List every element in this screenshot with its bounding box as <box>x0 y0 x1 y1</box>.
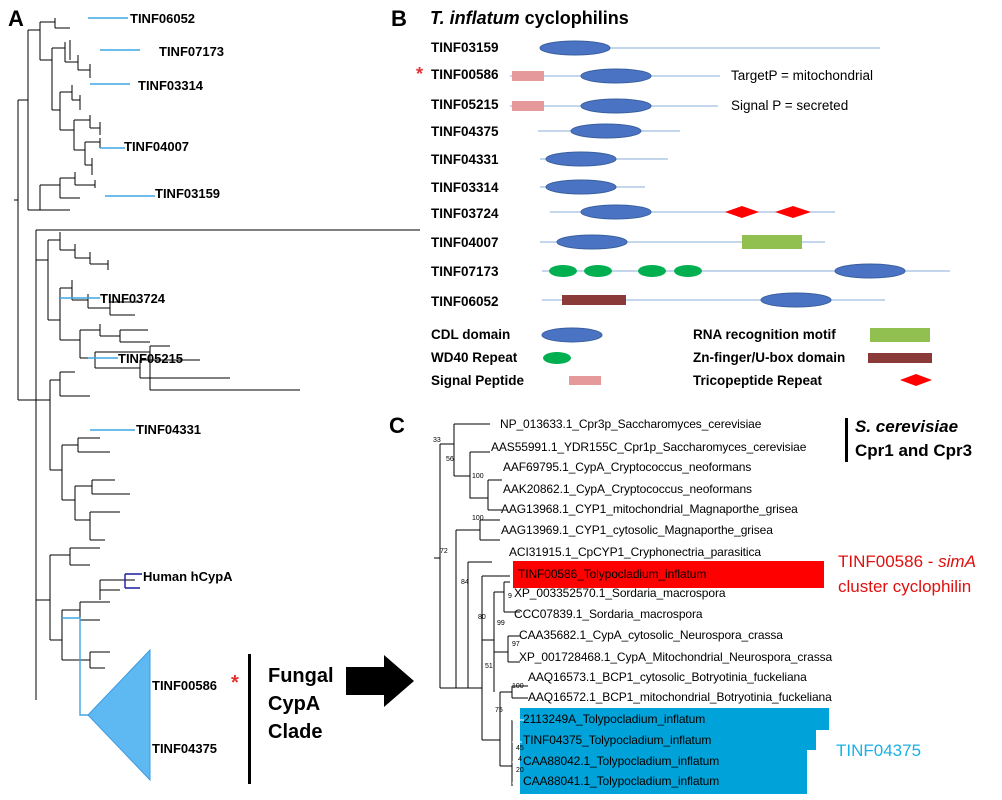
title-rest: cyclophilins <box>519 8 629 28</box>
sima-gene: simA <box>938 552 976 571</box>
right-arrow-icon <box>346 655 414 707</box>
taxon-label: CCC07839.1_Sordaria_macrospora <box>514 607 703 621</box>
bootstrap-value: 99 <box>497 620 505 627</box>
panel-b-title: T. inflatum cyclophilins <box>430 8 629 29</box>
scer-label-line-1: S. cerevisiae <box>855 415 972 439</box>
taxon-label-highlighted: TINF00586_Tolypocladium_inflatum <box>518 567 707 581</box>
clade-title: Fungal CypA Clade <box>268 662 334 746</box>
taxon-label: AAS55991.1_YDR155C_Cpr1p_Saccharomyces_c… <box>491 440 807 454</box>
protein-label: TINF06052 <box>431 294 499 309</box>
taxon-label: CAA35682.1_CypA_cytosolic_Neurospora_cra… <box>519 628 783 642</box>
taxon-label: XP_003352570.1_Sordaria_macrospora <box>514 586 726 600</box>
taxon-label: AAQ16573.1_BCP1_cytosolic_Botryotinia_fu… <box>528 670 807 684</box>
legend-label: CDL domain <box>431 327 511 342</box>
legend-label: Zn-finger/U-box domain <box>693 350 846 365</box>
bootstrap-value: 56 <box>446 456 454 463</box>
legend-label: WD40 Repeat <box>431 350 518 365</box>
bootstrap-value: 20 <box>516 767 524 774</box>
tree-leaf-label: TINF03159 <box>155 186 221 201</box>
bootstrap-value: 9 <box>508 593 512 600</box>
taxon-label-highlighted: TINF04375_Tolypocladium_inflatum <box>523 733 712 747</box>
protein-label: TINF03159 <box>431 40 499 55</box>
taxon-label: AAQ16572.1_BCP1_mitochondrial_Botryotini… <box>528 690 832 704</box>
bootstrap-value: 75 <box>495 707 503 714</box>
panel-c-tree <box>434 423 528 786</box>
scer-label-line-2: Cpr1 and Cpr3 <box>855 441 973 460</box>
legend-label: RNA recognition motif <box>693 327 836 342</box>
protein-label: TINF00586 <box>431 67 499 82</box>
title-species: T. inflatum <box>430 8 520 28</box>
protein-label: TINF04331 <box>431 152 499 167</box>
legend-swatches <box>541 327 932 386</box>
taxon-label-highlighted: 2113249A_Tolypocladium_inflatum <box>523 712 706 726</box>
star-marker: * <box>416 64 424 84</box>
bootstrap-value: 51 <box>485 663 493 670</box>
scer-bracket <box>845 418 848 462</box>
taxon-label: NP_013633.1_Cpr3p_Saccharomyces_cerevisi… <box>500 417 762 431</box>
annotation-note: Signal P = secreted <box>731 98 849 113</box>
panel-c-label: C <box>389 413 405 438</box>
collapsed-clade-triangle <box>87 648 151 782</box>
protein-label: TINF04375 <box>431 124 499 139</box>
legend-label: Tricopeptide Repeat <box>693 373 823 388</box>
bootstrap-value: 97 <box>512 641 520 648</box>
bootstrap-value: 84 <box>461 579 469 586</box>
bootstrap-value: 72 <box>440 548 448 555</box>
clade-title-line: Fungal <box>268 665 334 687</box>
tree-leaf-label: TINF07173 <box>159 44 225 59</box>
clade-title-line: CypA <box>268 693 321 715</box>
clade-bottom-label: TINF04375 <box>152 741 218 756</box>
bootstrap-value: 45 <box>516 745 524 752</box>
tinf04375-label: TINF04375 <box>836 741 922 760</box>
bootstrap-value: 80 <box>478 614 486 621</box>
domain-architecture <box>510 40 950 308</box>
protein-label: TINF03314 <box>431 180 499 195</box>
taxon-label-highlighted: CAA88041.1_Tolypocladium_inflatum <box>523 774 720 788</box>
tree-leaf-label: TINF04331 <box>136 422 202 437</box>
tree-leaf-label: Human hCypA <box>143 569 233 584</box>
protein-label: TINF04007 <box>431 235 499 250</box>
clade-top-label: TINF00586 <box>152 678 218 693</box>
sima-label: TINF00586 - simA cluster cyclophilin <box>838 549 976 599</box>
star-marker: * <box>231 672 239 694</box>
taxon-label: ACI31915.1_CpCYP1_Cryphonectria_parasiti… <box>509 545 761 559</box>
taxon-label: AAG13968.1_CYP1_mitochondrial_Magnaporth… <box>501 502 798 516</box>
scer-label: S. cerevisiae Cpr1 and Cpr3 <box>855 415 972 463</box>
tree-leaf-label: TINF05215 <box>118 351 184 366</box>
taxon-label-highlighted: CAA88042.1_Tolypocladium_inflatum <box>523 754 720 768</box>
panel-a-label: A <box>8 6 24 31</box>
highlight-bar-blue <box>520 730 816 750</box>
sima-label-line-1: TINF00586 - simA <box>838 549 976 574</box>
tree-leaf-label: TINF03314 <box>138 78 204 93</box>
bootstrap-value: 100 <box>512 683 524 690</box>
protein-label: TINF07173 <box>431 264 499 279</box>
sima-label-prefix: TINF00586 - <box>838 552 939 571</box>
annotation-note: TargetP = mitochondrial <box>731 68 873 83</box>
taxon-label: AAK20862.1_CypA_Cryptococcus_neoformans <box>503 482 752 496</box>
taxon-label: XP_001728468.1_CypA_Mitochondrial_Neuros… <box>519 650 833 664</box>
bootstrap-value: 100 <box>472 515 484 522</box>
taxon-label: AAG13969.1_CYP1_cytosolic_Magnaporthe_gr… <box>501 523 773 537</box>
bootstrap-value: 33 <box>433 437 441 444</box>
protein-label: TINF05215 <box>431 97 499 112</box>
tree-leaf-label: TINF04007 <box>124 139 190 154</box>
sima-label-line-2: cluster cyclophilin <box>838 577 972 596</box>
clade-title-line: Clade <box>268 721 323 743</box>
legend-label: Signal Peptide <box>431 373 525 388</box>
panel-b-label: B <box>391 6 407 31</box>
tree-leaf-label: TINF03724 <box>100 291 166 306</box>
clade-bracket <box>248 654 251 784</box>
bootstrap-value: 4 <box>518 756 522 763</box>
tree-leaf-label: TINF06052 <box>130 11 196 26</box>
highlight-bar-blue <box>520 708 829 730</box>
panel-a-tree <box>14 17 420 716</box>
taxon-label: AAF69795.1_CypA_Cryptococcus_neoformans <box>503 460 752 474</box>
protein-label: TINF03724 <box>431 206 499 221</box>
scer-species: S. cerevisiae <box>855 417 959 436</box>
bootstrap-value: 100 <box>472 473 484 480</box>
highlight-bar-blue <box>520 750 807 794</box>
highlight-bar-red <box>513 561 824 588</box>
